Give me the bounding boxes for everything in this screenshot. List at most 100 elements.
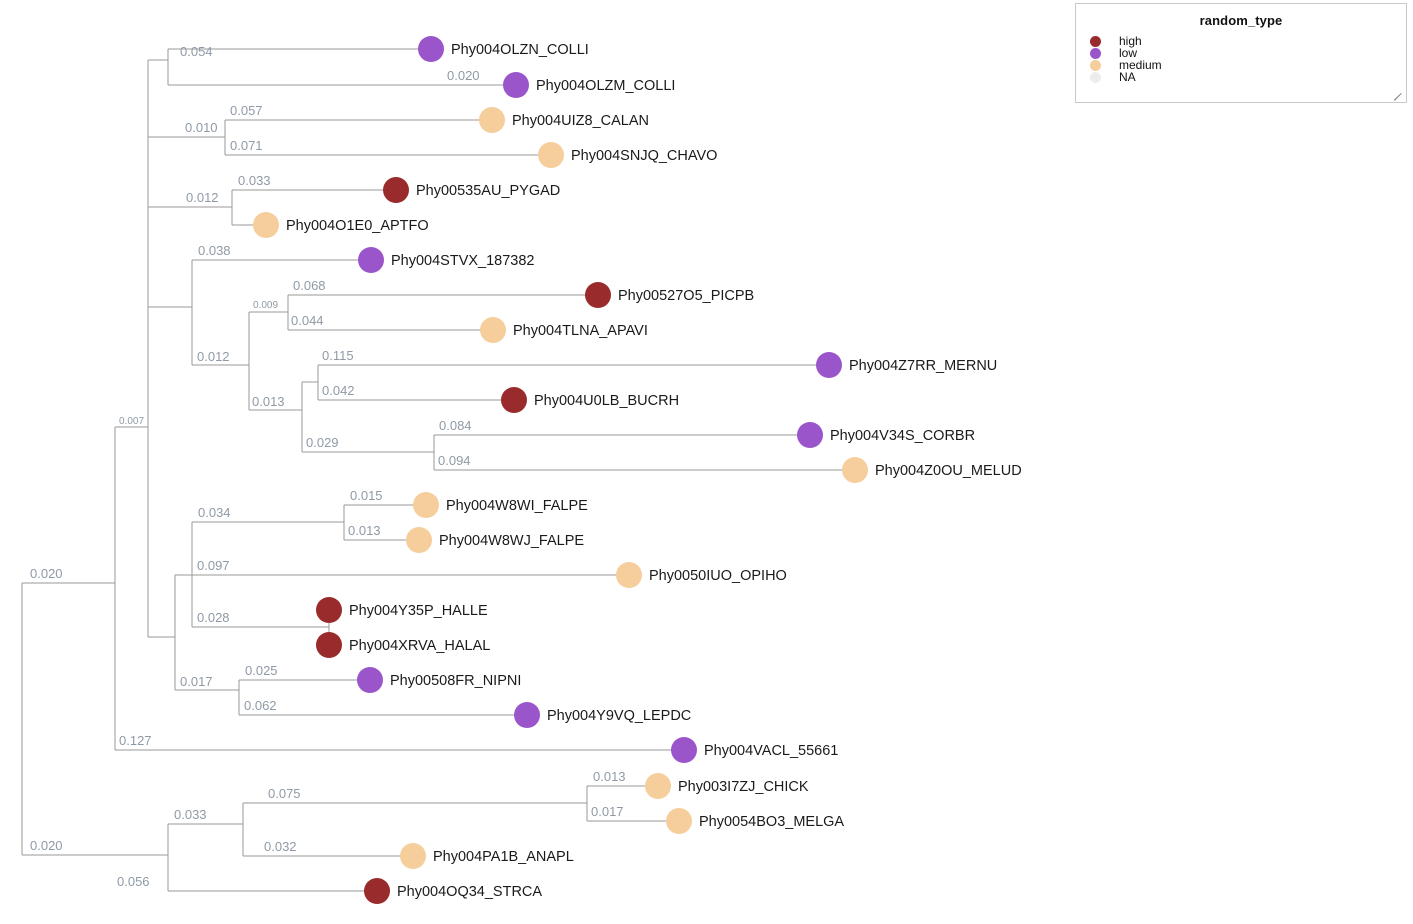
tip-label: Phy004Z7RR_MERNU (849, 358, 997, 374)
tip-node-circle[interactable] (538, 142, 564, 168)
branch-length-label: 0.033 (238, 173, 271, 188)
tree-tip[interactable]: Phy004UIZ8_CALAN (479, 107, 649, 133)
tree-tip[interactable]: Phy0050IUO_OPIHO (616, 562, 787, 588)
tree-tip[interactable]: Phy004Y9VQ_LEPDC (514, 702, 691, 728)
branch-length-label: 0.044 (291, 313, 324, 328)
branch-length-label: 0.020 (30, 566, 63, 581)
tip-node-circle[interactable] (645, 773, 671, 799)
tip-node-circle[interactable] (666, 808, 692, 834)
branch-length-label: 0.056 (117, 874, 150, 889)
legend-swatch-icon (1090, 59, 1101, 71)
branch-length-label: 0.013 (252, 394, 285, 409)
tip-label: Phy00527O5_PICPB (618, 288, 754, 304)
branch-length-label: 0.127 (119, 733, 152, 748)
tree-tip[interactable]: Phy003I7ZJ_CHICK (645, 773, 809, 799)
legend-item-high[interactable]: high (1090, 35, 1406, 47)
branch-length-label: 0.038 (198, 243, 231, 258)
tree-tip[interactable]: Phy004SNJQ_CHAVO (538, 142, 717, 168)
tip-node-circle[interactable] (383, 177, 409, 203)
tip-label: Phy00508FR_NIPNI (390, 673, 521, 689)
tree-tip[interactable]: Phy004VACL_55661 (671, 737, 838, 763)
branch-length-label: 0.068 (293, 278, 326, 293)
tip-label: Phy004XRVA_HALAL (349, 638, 490, 654)
tip-node-circle[interactable] (501, 387, 527, 413)
branch-length-label: 0.034 (198, 505, 231, 520)
branch-length-label: 0.057 (230, 103, 263, 118)
legend-swatch-icon (1090, 47, 1101, 59)
tree-tip[interactable]: Phy004XRVA_HALAL (316, 632, 490, 658)
tip-node-circle[interactable] (406, 527, 432, 553)
tree-tip[interactable]: Phy004O1E0_APTFO (253, 212, 429, 238)
tree-tip[interactable]: Phy00508FR_NIPNI (357, 667, 521, 693)
branch-length-label: 0.017 (180, 674, 213, 689)
tip-node-circle[interactable] (253, 212, 279, 238)
branch-length-label: 0.020 (447, 68, 480, 83)
tree-tip[interactable]: Phy004TLNA_APAVI (480, 317, 648, 343)
legend-title: random_type (1199, 13, 1283, 28)
tree-tip[interactable]: Phy004W8WJ_FALPE (406, 527, 584, 553)
legend-item-label: low (1119, 46, 1138, 60)
branch-length-label: 0.020 (30, 838, 63, 853)
tree-tip[interactable]: Phy004PA1B_ANAPL (400, 843, 574, 869)
tree-tip[interactable]: Phy004W8WI_FALPE (413, 492, 588, 518)
tip-label: Phy004U0LB_BUCRH (534, 393, 679, 409)
tree-tip[interactable]: Phy004Z0OU_MELUD (842, 457, 1022, 483)
tree-tip[interactable]: Phy0054BO3_MELGA (666, 808, 844, 834)
tree-tip[interactable]: Phy004OQ34_STRCA (364, 878, 542, 904)
tip-node-circle[interactable] (418, 36, 444, 62)
tip-node-circle[interactable] (842, 457, 868, 483)
tip-node-circle[interactable] (358, 247, 384, 273)
tree-tip[interactable]: Phy004OLZN_COLLI (418, 36, 589, 62)
tip-node-circle[interactable] (316, 597, 342, 623)
tree-tip[interactable]: Phy004V34S_CORBR (797, 422, 975, 448)
branch-length-label: 0.029 (306, 435, 339, 450)
tip-node-circle[interactable] (616, 562, 642, 588)
tip-label: Phy004V34S_CORBR (830, 428, 975, 444)
tree-tip[interactable]: Phy004Z7RR_MERNU (816, 352, 997, 378)
branch-length-label: 0.097 (197, 558, 230, 573)
tip-node-circle[interactable] (816, 352, 842, 378)
tip-node-circle[interactable] (503, 72, 529, 98)
legend-item-na[interactable]: NA (1090, 71, 1406, 83)
branch-length-label: 0.028 (197, 610, 230, 625)
tip-node-circle[interactable] (480, 317, 506, 343)
tip-node-circle[interactable] (479, 107, 505, 133)
tip-label: Phy004SNJQ_CHAVO (571, 148, 717, 164)
branch-length-labels-layer: 0.0200.0200.0070.1270.0540.0200.0100.057… (30, 44, 626, 889)
branch-length-label: 0.062 (244, 698, 277, 713)
tree-tip[interactable]: Phy004U0LB_BUCRH (501, 387, 679, 413)
tip-node-circle[interactable] (671, 737, 697, 763)
tree-tip[interactable]: Phy004OLZM_COLLI (503, 72, 675, 98)
tip-label: Phy004OLZM_COLLI (536, 78, 675, 94)
tip-label: Phy004Z0OU_MELUD (875, 463, 1022, 479)
tree-tip[interactable]: Phy00527O5_PICPB (585, 282, 754, 308)
tree-tip[interactable]: Phy004Y35P_HALLE (316, 597, 488, 623)
tip-node-circle[interactable] (316, 632, 342, 658)
legend-item-label: medium (1119, 58, 1162, 72)
branch-length-label: 0.013 (593, 769, 626, 784)
tree-tip[interactable]: Phy004STVX_187382 (358, 247, 535, 273)
branch-length-label: 0.042 (322, 383, 355, 398)
legend-swatch-icon (1090, 35, 1101, 47)
legend-item-medium[interactable]: medium (1090, 59, 1406, 71)
resize-grip-icon[interactable] (1391, 88, 1404, 101)
tip-label: Phy00535AU_PYGAD (416, 183, 560, 199)
tip-label: Phy003I7ZJ_CHICK (678, 779, 809, 795)
legend-item-label: high (1119, 34, 1142, 48)
tip-node-circle[interactable] (797, 422, 823, 448)
tip-label: Phy004TLNA_APAVI (513, 323, 648, 339)
tip-label: Phy004STVX_187382 (391, 253, 535, 269)
tip-node-circle[interactable] (585, 282, 611, 308)
tree-tip[interactable]: Phy00535AU_PYGAD (383, 177, 560, 203)
tip-label: Phy004PA1B_ANAPL (433, 849, 574, 865)
branch-length-label: 0.009 (253, 300, 278, 311)
branch-length-label: 0.015 (350, 488, 383, 503)
tip-node-circle[interactable] (514, 702, 540, 728)
tip-node-circle[interactable] (400, 843, 426, 869)
tip-node-circle[interactable] (357, 667, 383, 693)
tip-node-circle[interactable] (364, 878, 390, 904)
legend-item-low[interactable]: low (1090, 47, 1406, 59)
tip-node-circle[interactable] (413, 492, 439, 518)
legend-item-label: NA (1119, 70, 1136, 84)
